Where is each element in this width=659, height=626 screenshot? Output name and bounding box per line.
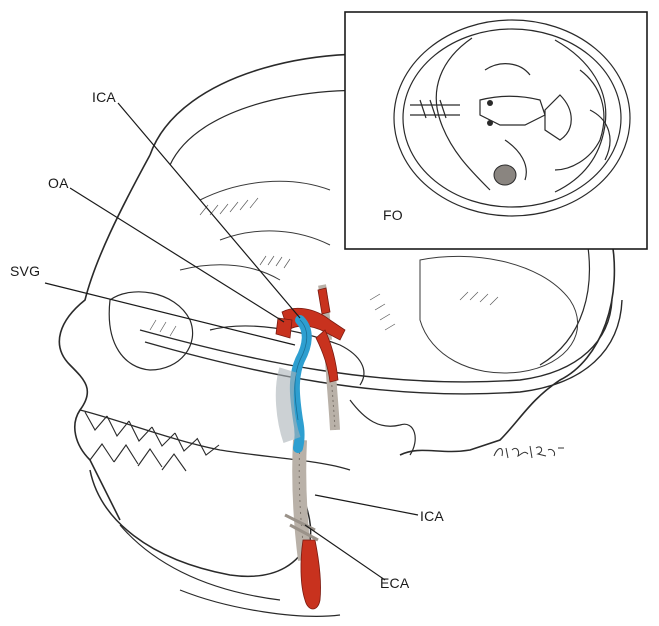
- mandible-lower: [120, 525, 280, 600]
- label-ica-bottom: ICA: [420, 509, 444, 523]
- label-ica-top: ICA: [92, 90, 116, 104]
- graft-tunnel: [285, 370, 292, 440]
- label-eca: ECA: [380, 576, 409, 590]
- eca-vessel: [301, 540, 321, 609]
- mastoid: [350, 400, 415, 455]
- mandible: [90, 455, 311, 576]
- label-oa: OA: [48, 176, 69, 190]
- orbit: [109, 292, 192, 370]
- teeth: [85, 412, 219, 471]
- label-fo: FO: [383, 208, 403, 222]
- scalp-flap-band-2: [145, 300, 622, 394]
- scalp-flap-band: [140, 300, 612, 382]
- artist-signature: [490, 440, 570, 464]
- foramen-ovale: [494, 165, 516, 185]
- maxilla: [80, 410, 350, 470]
- label-svg: SVG: [10, 264, 40, 278]
